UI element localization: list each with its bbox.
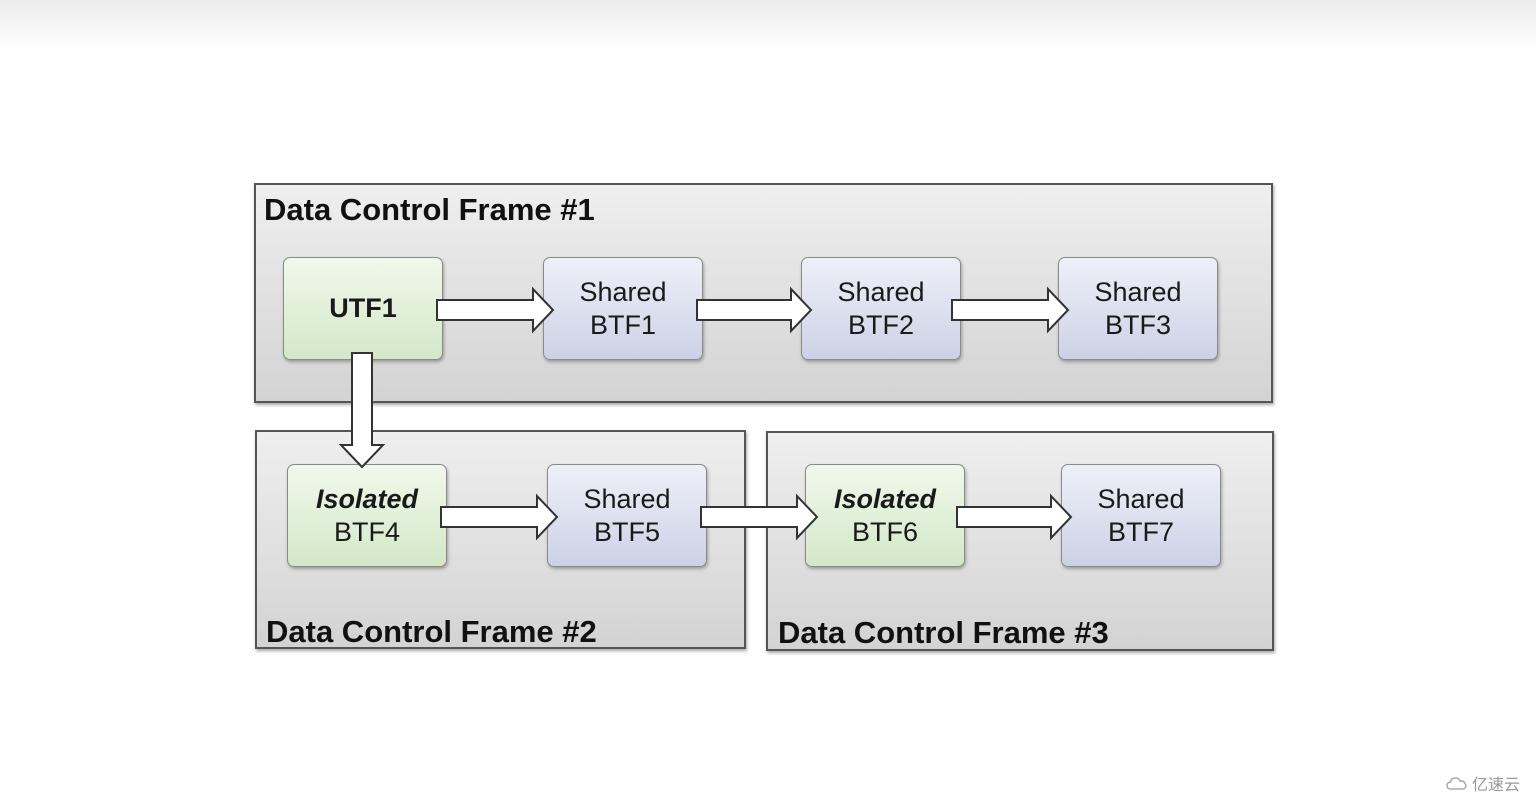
node-btf6-type: Isolated (833, 483, 937, 514)
top-gradient (0, 0, 1536, 48)
node-btf1-label: BTF1 (589, 309, 656, 340)
node-btf5: Shared BTF5 (547, 464, 707, 567)
cloud-icon (1446, 777, 1467, 790)
node-btf1: Shared BTF1 (543, 257, 703, 360)
node-btf3: Shared BTF3 (1058, 257, 1218, 360)
node-utf1-label: UTF1 (329, 293, 397, 323)
frame-3-title: Data Control Frame #3 (778, 615, 1109, 650)
node-btf7-type: Shared (1097, 483, 1185, 514)
node-btf7: Shared BTF7 (1061, 464, 1221, 567)
node-btf6-label: BTF6 (851, 516, 918, 547)
node-btf4-type: Isolated (315, 483, 419, 514)
node-btf4-label: BTF4 (333, 516, 400, 547)
node-btf5-label: BTF5 (593, 516, 660, 547)
watermark-text: 亿速云 (1471, 777, 1520, 794)
node-btf2: Shared BTF2 (801, 257, 961, 360)
node-btf3-label: BTF3 (1104, 309, 1171, 340)
frame-1-title: Data Control Frame #1 (264, 192, 595, 227)
node-btf6: Isolated BTF6 (805, 464, 965, 567)
watermark: 亿速云 (1446, 771, 1520, 795)
node-btf2-label: BTF2 (847, 309, 914, 340)
node-btf1-type: Shared (579, 276, 667, 307)
node-utf1: UTF1 (283, 257, 443, 360)
node-btf4: Isolated BTF4 (287, 464, 447, 567)
frame-2-title: Data Control Frame #2 (266, 614, 597, 649)
node-btf2-type: Shared (837, 276, 925, 307)
node-btf3-type: Shared (1094, 276, 1182, 307)
node-btf7-label: BTF7 (1107, 516, 1174, 547)
node-btf5-type: Shared (583, 483, 671, 514)
